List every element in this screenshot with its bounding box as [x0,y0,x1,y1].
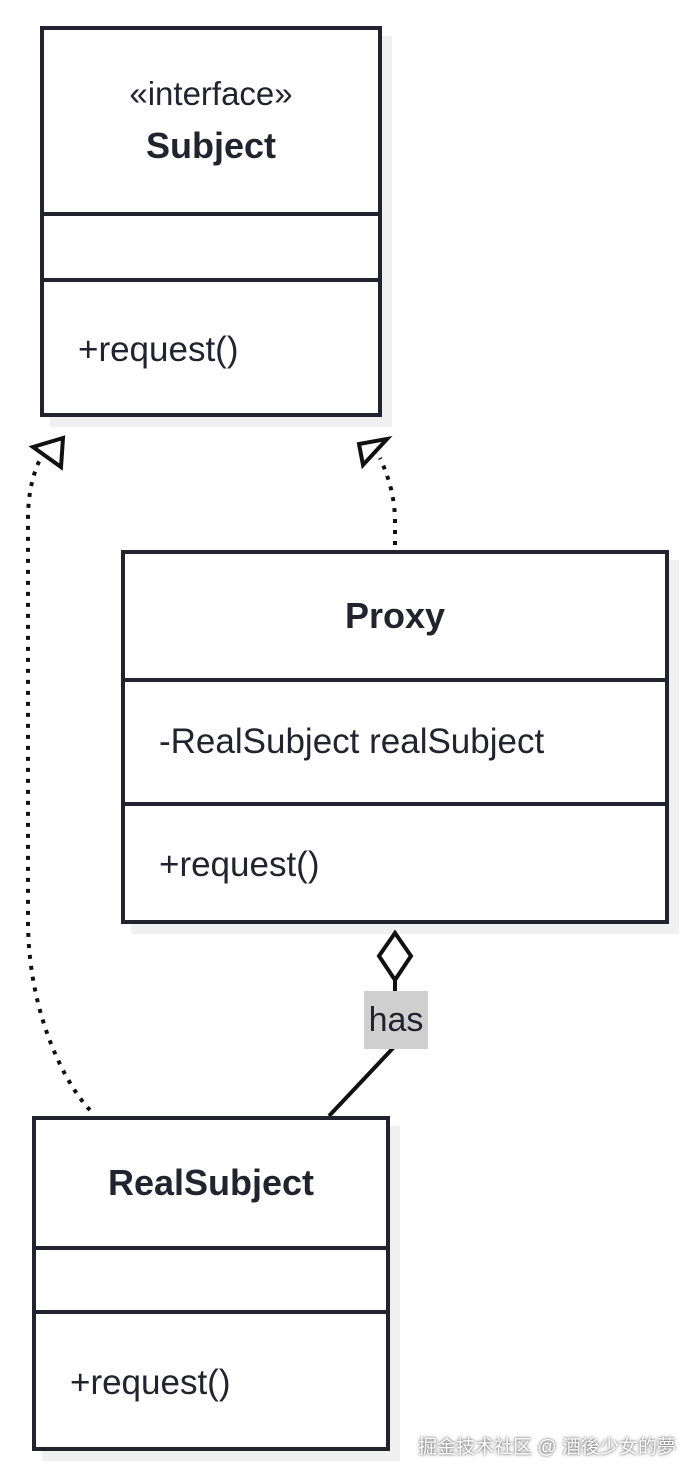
realsubject-to-subject-realization-line [26,446,92,1112]
realsubject-realization-arrowhead [28,435,66,471]
source-watermark: 掘金技术社区 @ 酒後少女的夢 [418,1437,676,1458]
subject-attributes-section [44,212,378,278]
subject-method-request: +request() [78,329,239,369]
proxy-attribute-realsubject: -RealSubject realSubject [159,722,545,761]
proxy-method-request: +request() [159,845,320,884]
proxy-realization-arrowhead [356,435,393,470]
proxy-title-section: Proxy [125,554,665,678]
realsubject-class: RealSubject +request() [32,1116,390,1451]
proxy-class-name: Proxy [344,595,446,637]
proxy-class: Proxy -RealSubject realSubject +request(… [121,550,669,924]
realsubject-title-section: RealSubject [36,1120,386,1246]
subject-class: «interface» Subject +request() [40,26,382,417]
realsubject-methods-section: +request() [36,1310,386,1451]
subject-class-name: Subject [145,125,277,167]
realsubject-class-name: RealSubject [107,1162,315,1204]
subject-methods-section: +request() [44,278,378,417]
realsubject-method-request: +request() [70,1362,231,1402]
aggregation-label: has [364,991,428,1049]
aggregation-diamond-icon [376,929,414,984]
subject-title-section: «interface» Subject [44,30,378,212]
realsubject-attributes-section [36,1246,386,1310]
proxy-to-subject-realization-line [378,457,397,545]
subject-stereotype: «interface» [129,75,293,113]
proxy-attributes-section: -RealSubject realSubject [125,678,665,802]
proxy-methods-section: +request() [125,802,665,924]
